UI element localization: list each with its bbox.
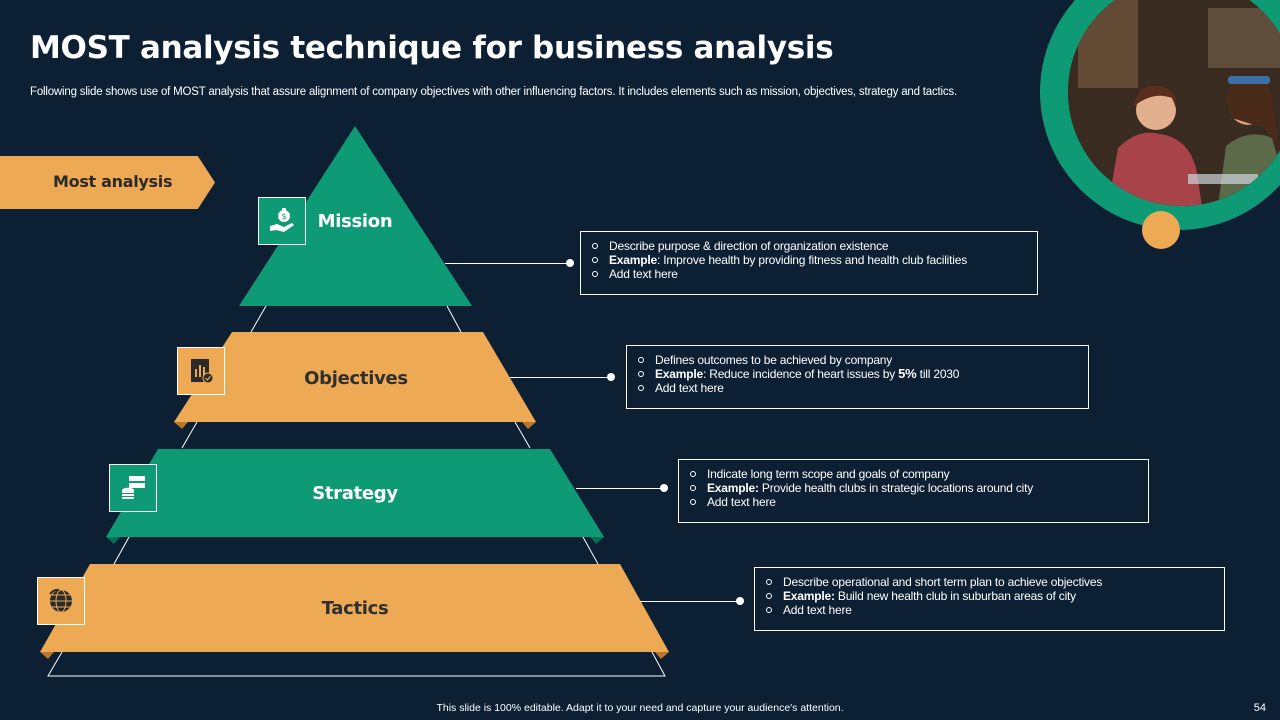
- list-item: Example: Build new health club in suburb…: [765, 589, 1214, 603]
- pyramid-shadow: [522, 422, 536, 429]
- pyramid-edge-line: [446, 305, 462, 333]
- footer-note: This slide is 100% editable. Adapt it to…: [436, 702, 844, 714]
- people-photo-illustration: [1068, 0, 1280, 206]
- pyramid-level-mission-shape: [239, 126, 472, 306]
- list-item: Add text here: [765, 603, 1214, 617]
- mission-info-box: Describe purpose & direction of organiza…: [580, 231, 1038, 295]
- list-item: Describe operational and short term plan…: [765, 575, 1214, 589]
- tactics-info-box: Describe operational and short term plan…: [754, 567, 1225, 631]
- page-subtitle: Following slide shows use of MOST analys…: [30, 86, 957, 98]
- database-stack-icon: [122, 476, 145, 499]
- pyramid-edge-line: [582, 536, 599, 565]
- strategy-icon-box: [109, 464, 157, 512]
- strategy-connector-dot: [660, 484, 668, 492]
- strategy-connector: [576, 488, 664, 489]
- pyramid-edge-line: [113, 536, 130, 565]
- level-label-objectives: Objectives: [304, 368, 408, 389]
- people-photo: [1068, 0, 1280, 206]
- list-item: Example: Improve health by providing fit…: [591, 253, 1027, 267]
- pyramid-level-tactics-shape: [40, 564, 669, 652]
- objectives-info-box: Defines outcomes to be achieved by compa…: [626, 345, 1089, 409]
- list-item: Example: Reduce incidence of heart issue…: [637, 367, 1078, 381]
- pyramid-shadow: [106, 537, 120, 544]
- mission-connector-dot: [566, 259, 574, 267]
- list-item: Describe purpose & direction of organiza…: [591, 239, 1027, 253]
- list-item: Indicate long term scope and goals of co…: [689, 467, 1138, 481]
- svg-text:$: $: [281, 212, 286, 221]
- pyramid-shadow: [174, 422, 188, 429]
- level-label-tactics: Tactics: [321, 598, 389, 619]
- objectives-icon-box: [177, 347, 225, 395]
- pyramid-level-objectives-shape: [174, 332, 536, 422]
- globe-icon: [49, 588, 72, 613]
- photo-accent-dot: [1142, 211, 1180, 249]
- pyramid-shadow: [40, 652, 54, 659]
- pyramid-shadow: [590, 537, 604, 544]
- level-label-strategy: Strategy: [312, 483, 398, 504]
- report-chart-icon: [191, 359, 214, 384]
- page-title: MOST analysis technique for business ana…: [30, 30, 834, 66]
- pyramid-edge-line: [514, 421, 531, 449]
- mission-icon-box: $: [258, 197, 306, 245]
- pyramid-edge-line: [250, 305, 267, 333]
- page-number: 54: [1253, 702, 1266, 714]
- pyramid-shadow: [655, 652, 669, 659]
- tactics-connector-dot: [736, 597, 744, 605]
- list-item: Example: Provide health clubs in strateg…: [689, 481, 1138, 495]
- tactics-icon-box: [37, 577, 85, 625]
- pyramid-diagram: [40, 126, 669, 677]
- pyramid-level-strategy-shape: [106, 449, 604, 537]
- pyramid-base-outline: [47, 651, 666, 677]
- list-item: Defines outcomes to be achieved by compa…: [637, 353, 1078, 367]
- most-analysis-tag: Most analysis: [0, 156, 215, 209]
- tactics-connector: [640, 601, 740, 602]
- list-item: Add text here: [689, 495, 1138, 509]
- objectives-connector: [510, 377, 611, 378]
- pyramid-edge-line: [181, 421, 198, 449]
- strategy-info-box: Indicate long term scope and goals of co…: [678, 459, 1149, 523]
- objectives-connector-dot: [607, 373, 615, 381]
- list-item: Add text here: [637, 381, 1078, 395]
- mission-connector: [445, 263, 570, 264]
- list-item: Add text here: [591, 267, 1027, 281]
- most-analysis-tag-label: Most analysis: [53, 172, 173, 191]
- money-bag-hand-icon: $: [270, 208, 294, 232]
- level-label-mission: Mission: [317, 211, 393, 232]
